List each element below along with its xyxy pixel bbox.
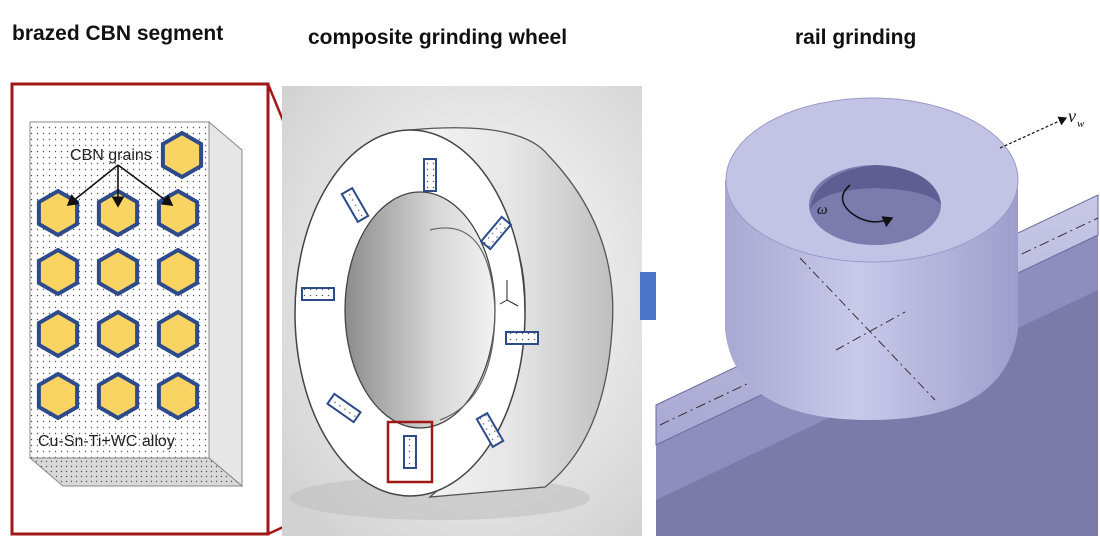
block-side-face bbox=[208, 120, 243, 488]
velocity-symbol: v bbox=[1068, 106, 1076, 126]
feed-velocity-arrow bbox=[999, 116, 1068, 149]
wheel-segment bbox=[505, 331, 539, 345]
grain-arrow-1 bbox=[66, 164, 119, 206]
grain-arrow-3 bbox=[117, 164, 174, 206]
grinding-wheel-panel bbox=[282, 86, 642, 536]
cbn-grain bbox=[156, 371, 200, 421]
wheel-segment bbox=[340, 186, 370, 224]
cbn-grains-group bbox=[36, 130, 204, 421]
cbn-grain bbox=[36, 247, 80, 297]
cbn-grain bbox=[36, 371, 80, 421]
cbn-grain bbox=[96, 247, 140, 297]
cbn-grain bbox=[96, 371, 140, 421]
cbn-segment-panel: CBN grains Cu-Sn-Ti+WC alloy bbox=[10, 82, 270, 536]
cbn-grain bbox=[36, 309, 80, 359]
rail-title: rail grinding bbox=[795, 26, 917, 49]
block-bottom-face bbox=[28, 457, 244, 487]
wheel-title: composite grinding wheel bbox=[308, 26, 568, 49]
cbn-grain bbox=[160, 130, 204, 180]
wheel-segment bbox=[479, 215, 513, 251]
velocity-subscript: w bbox=[1077, 118, 1085, 130]
cbn-grain bbox=[96, 309, 140, 359]
axis-symbol bbox=[499, 280, 519, 307]
segment-highlight-box bbox=[386, 420, 434, 484]
wheel-segment bbox=[326, 392, 362, 424]
wheel-segments-group bbox=[301, 158, 539, 469]
wheel-segment bbox=[301, 287, 335, 301]
rotation-arrow bbox=[841, 184, 894, 228]
rail-grinding-panel: ω vw bbox=[655, 86, 1099, 536]
cbn-grain bbox=[36, 188, 80, 238]
omega-label: ω bbox=[817, 202, 828, 218]
cbn-grain bbox=[156, 188, 200, 238]
cbn-grain bbox=[96, 188, 140, 238]
cbn-grain bbox=[156, 309, 200, 359]
wheel-inner-hole bbox=[344, 191, 496, 429]
wheel-axis-line bbox=[799, 257, 936, 401]
wheel-segment bbox=[403, 435, 417, 469]
segment-title: brazed CBN segment bbox=[12, 22, 224, 45]
cbn-grain bbox=[156, 247, 200, 297]
velocity-label: vw bbox=[1068, 106, 1085, 130]
grains-label: CBN grains bbox=[70, 147, 152, 164]
wheel-axis-cross bbox=[835, 311, 906, 351]
segment-frame bbox=[10, 82, 270, 536]
wheel-segment bbox=[475, 411, 505, 449]
alloy-label: Cu-Sn-Ti+WC alloy bbox=[38, 433, 175, 450]
wheel-bore-back-edge bbox=[429, 227, 496, 421]
wheel-segment bbox=[423, 158, 437, 192]
cup-wheel-bore-shade bbox=[810, 165, 941, 210]
